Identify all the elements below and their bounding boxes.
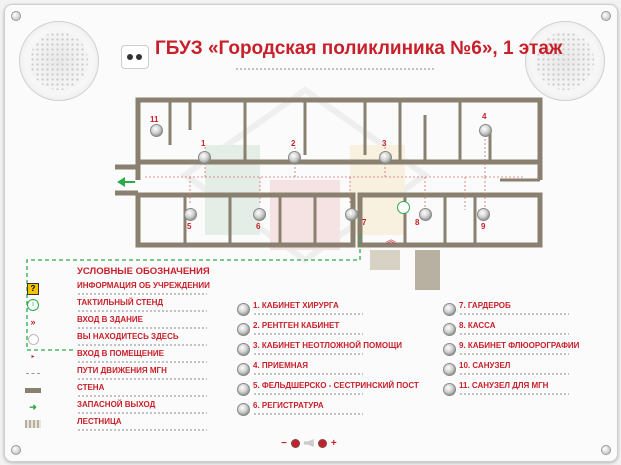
entrance-icon: ︽ <box>386 235 396 246</box>
audio-controls: − + <box>281 437 337 449</box>
room-button[interactable] <box>443 323 456 336</box>
room-label: 9. КАБИНЕТ ФЛЮОРОГРАФИИ <box>459 341 579 356</box>
map-number: 4 <box>482 112 487 121</box>
room-marker[interactable] <box>253 208 266 221</box>
room-marker[interactable] <box>477 208 490 221</box>
speaker-icon <box>303 439 314 447</box>
stop-button[interactable] <box>317 438 327 448</box>
title-braille <box>235 67 435 71</box>
exit-arrow-icon: ➜ <box>29 401 37 412</box>
legend-item: СТЕНА <box>77 383 207 398</box>
legend-item: ВХОД В ПОМЕЩЕНИЕ <box>77 349 207 364</box>
stairs-icon <box>25 418 41 430</box>
play-button[interactable] <box>290 438 300 448</box>
room-label: 6. РЕГИСТРАТУРА <box>253 401 363 416</box>
map-number: 11 <box>150 115 159 124</box>
map-number: 2 <box>291 139 296 148</box>
room-label: 10. САНУЗЕЛ <box>459 361 569 376</box>
legend-item: ЗАПАСНОЙ ВЫХОД <box>77 400 207 415</box>
room-button[interactable] <box>237 383 250 396</box>
map-number: 1 <box>201 139 206 148</box>
legend-item: ИНФОРМАЦИЯ ОБ УЧРЕЖДЕНИИ <box>77 281 210 296</box>
room-marker[interactable] <box>345 208 358 221</box>
legend-item: ТАКТИЛЬНЫЙ СТЕНД <box>77 298 207 313</box>
room-button[interactable] <box>237 403 250 416</box>
room-button[interactable] <box>237 323 250 336</box>
screw <box>11 445 21 455</box>
wall-icon <box>25 384 41 396</box>
room-label: 3. КАБИНЕТ НЕОТЛОЖНОЙ ПОМОЩИ <box>253 341 402 356</box>
room-button[interactable] <box>237 343 250 356</box>
screw <box>601 445 611 455</box>
speaker-left <box>19 21 99 101</box>
legend-item: ВЫ НАХОДИТЕСЬ ЗДЕСЬ <box>77 332 207 347</box>
legend-item: ЛЕСТНИЦА <box>77 417 207 432</box>
volume-up-button[interactable]: + <box>330 437 337 449</box>
legend-title: УСЛОВНЫЕ ОБОЗНАЧЕНИЯ <box>77 266 210 277</box>
room-label: 1. КАБИНЕТ ХИРУРГА <box>253 301 363 316</box>
tactile-board: ГБУЗ «Городская поликлиника №6», 1 этаж <box>4 4 618 462</box>
double-chevron-icon: » <box>30 317 36 327</box>
room-button[interactable] <box>237 303 250 316</box>
room-marker[interactable] <box>198 151 211 164</box>
info-marker[interactable] <box>397 201 410 214</box>
room-label: 4. ПРИЕМНАЯ <box>253 361 363 376</box>
legend-item: ВХОД В ЗДАНИЕ <box>77 315 207 330</box>
room-marker[interactable] <box>184 208 197 221</box>
room-marker[interactable] <box>479 124 492 137</box>
room-label: 2. РЕНТГЕН КАБИНЕТ <box>253 321 363 336</box>
room-label: 7. ГАРДЕРОБ <box>459 301 569 316</box>
screw <box>11 11 21 21</box>
room-label: 11. САНУЗЕЛ ДЛЯ МГН <box>459 381 569 396</box>
partitions <box>168 100 540 245</box>
page-title: ГБУЗ «Городская поликлиника №6», 1 этаж <box>155 38 563 59</box>
route-line-icon <box>25 367 41 379</box>
room-button[interactable] <box>237 363 250 376</box>
room-marker[interactable] <box>379 151 392 164</box>
mgn-routes <box>145 135 525 210</box>
emergency-route <box>26 235 361 351</box>
map-number: 8 <box>415 218 420 227</box>
room-button[interactable] <box>443 363 456 376</box>
speaker-right <box>525 21 605 101</box>
room-marker[interactable] <box>150 124 163 137</box>
map-number: 9 <box>481 222 486 231</box>
room-marker[interactable] <box>288 151 301 164</box>
info-icon: i <box>25 299 41 311</box>
room-label: 8. КАССА <box>459 321 569 336</box>
screw <box>601 11 611 21</box>
question-icon: ? <box>25 283 41 295</box>
room-button[interactable] <box>443 343 456 356</box>
stairs-block <box>370 250 440 290</box>
map-number: 6 <box>256 222 261 231</box>
eyes-icon <box>121 45 149 69</box>
you-are-here-icon <box>25 333 41 345</box>
volume-down-button[interactable]: − <box>281 437 287 449</box>
map-number: 7 <box>362 218 367 227</box>
map-number: 3 <box>382 139 387 148</box>
door-arrow-icon: ▸ <box>31 353 35 360</box>
room-label: 5. ФЕЛЬДШЕРСКО - СЕСТРИНСКИЙ ПОСТ <box>253 381 419 396</box>
map-number: 5 <box>187 222 192 231</box>
legend-item: ПУТИ ДВИЖЕНИЯ МГН <box>77 366 207 381</box>
floor-plan: ︽ <box>26 86 543 351</box>
room-button[interactable] <box>443 303 456 316</box>
room-marker[interactable] <box>419 208 432 221</box>
exit-arrow-head <box>117 177 125 187</box>
room-button[interactable] <box>443 383 456 396</box>
